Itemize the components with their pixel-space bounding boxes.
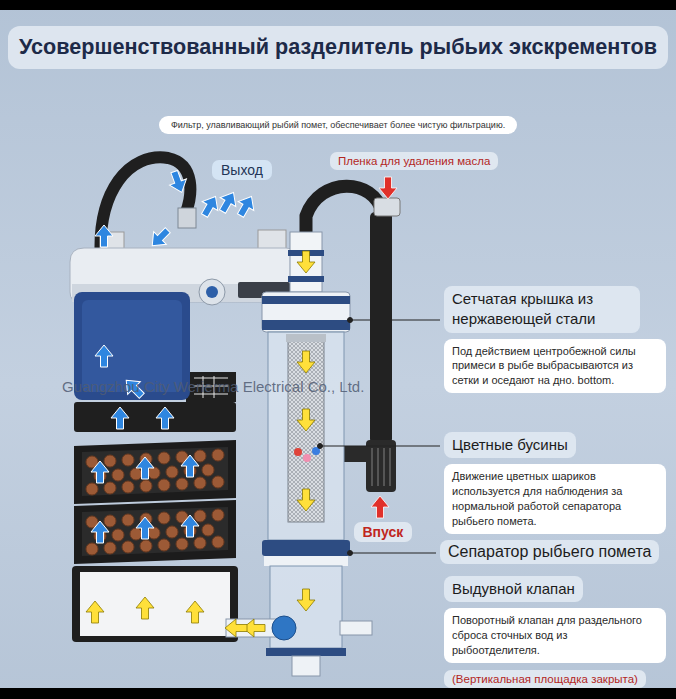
callout-body: Поворотный клапан для раздельного сброса… <box>444 608 666 663</box>
caption-pill: Фильтр, улавливающий рыбий помет, обеспе… <box>159 116 517 134</box>
title-text: Усовершенствованный разделитель рыбьих э… <box>18 34 658 61</box>
callout-heading: Выдувной клапан <box>444 576 583 602</box>
flow-arrows-blue <box>91 169 259 543</box>
callout-heading: Сепаратор рыбьего помета <box>440 540 659 564</box>
caption-text: Фильтр, улавливающий рыбий помет, обеспе… <box>159 116 517 134</box>
callout-box: Цветные бусиныДвижение цветных шариков и… <box>444 432 666 534</box>
callout-body: Под действием центробежной силы примеси … <box>444 339 666 394</box>
callout-heading: Цветные бусины <box>444 432 576 458</box>
bottom-bar <box>0 688 676 699</box>
label-pill: Пленка для удаления масла <box>330 151 498 170</box>
flow-arrows-red <box>371 177 397 518</box>
title-band: Усовершенствованный разделитель рыбьих э… <box>8 26 668 69</box>
filter-trays <box>72 292 238 642</box>
label-pill: Впуск <box>354 522 413 542</box>
flow-arrows-yellow <box>86 251 315 637</box>
callout-box: Выдувной клапанПоворотный клапан для раз… <box>444 576 666 663</box>
pill-text: Впуск <box>354 522 413 542</box>
pill-text: Выход <box>212 160 272 180</box>
separator-cylinder <box>226 232 372 676</box>
callout-box: Сепаратор рыбьего помета <box>440 540 659 564</box>
callout-body: Движение цветных шариков используется дл… <box>444 464 666 533</box>
callout-heading: Сетчатая крышка из нержавеющей стали <box>444 286 640 333</box>
pill-text: Пленка для удаления масла <box>330 152 498 170</box>
callout-box: Сетчатая крышка из нержавеющей сталиПод … <box>444 286 666 393</box>
label-pill: Выход <box>212 160 272 180</box>
leader-lines <box>318 318 441 556</box>
top-bar <box>0 0 676 10</box>
pill-text: (Вертикальная площадка закрыта) <box>444 670 646 688</box>
label-pill: (Вертикальная площадка закрыта) <box>444 669 646 688</box>
watermark: Guangzhou City Werierma Electrical Co., … <box>62 378 364 395</box>
